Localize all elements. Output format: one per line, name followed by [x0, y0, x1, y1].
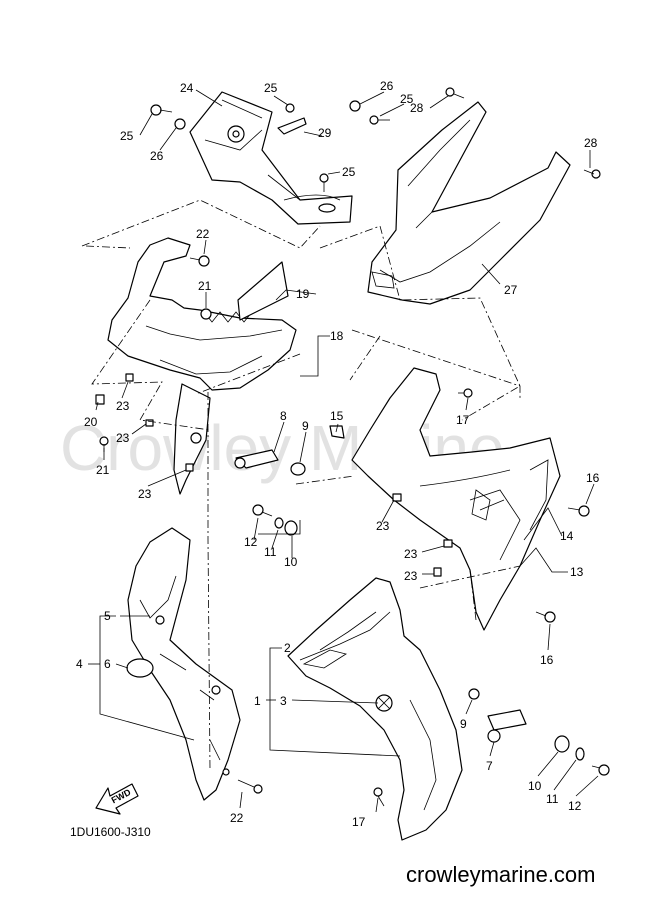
side-cover-14[interactable] — [351, 367, 561, 631]
callout-5: 5 — [104, 609, 111, 623]
callout-11: 11 — [546, 792, 559, 806]
callout-22: 22 — [230, 811, 244, 825]
callout-23: 23 — [138, 487, 152, 501]
callout-22: 22 — [196, 227, 210, 241]
callout-24: 24 — [180, 81, 194, 95]
callout-21: 21 — [198, 279, 212, 293]
callout-17: 17 — [456, 413, 470, 427]
callout-9: 9 — [302, 419, 309, 433]
callout-11: 11 — [264, 545, 277, 559]
website-url: crowleymarine.com — [406, 862, 596, 887]
callout-23: 23 — [404, 569, 418, 583]
callout-20: 20 — [84, 415, 98, 429]
front-cover-2[interactable] — [287, 577, 463, 841]
callout-23: 23 — [404, 547, 418, 561]
callout-28: 28 — [410, 101, 424, 115]
callout-12: 12 — [244, 535, 258, 549]
callout-7: 7 — [486, 759, 493, 773]
side-cover-27[interactable] — [367, 101, 571, 305]
callout-9: 9 — [460, 717, 467, 731]
callout-28: 28 — [584, 136, 598, 150]
callout-16: 16 — [586, 471, 600, 485]
hardware-bolts[interactable] — [95, 87, 610, 807]
callout-25: 25 — [342, 165, 356, 179]
callout-18: 18 — [330, 329, 344, 343]
callout-25: 25 — [400, 92, 414, 106]
callout-23: 23 — [376, 519, 390, 533]
callout-8: 8 — [280, 409, 287, 423]
callout-labels: 24 25 25 26 29 25 26 25 28 28 27 22 21 1… — [76, 79, 600, 829]
callout-1: 1 — [254, 694, 261, 708]
callout-29: 29 — [318, 126, 332, 140]
callout-27: 27 — [504, 283, 518, 297]
callout-25: 25 — [264, 81, 278, 95]
emblem-6[interactable] — [126, 658, 154, 678]
callout-10: 10 — [528, 779, 542, 793]
upper-bracket-24[interactable] — [189, 91, 353, 225]
callout-25: 25 — [120, 129, 134, 143]
diagram-code: 1DU1600-J310 — [70, 825, 151, 839]
callout-23: 23 — [116, 431, 130, 445]
callout-17: 17 — [352, 815, 366, 829]
callout-14: 14 — [560, 529, 574, 543]
callout-21: 21 — [96, 463, 110, 477]
fwd-arrow: FWD — [95, 783, 139, 815]
callout-26: 26 — [150, 149, 164, 163]
callout-2: 2 — [284, 641, 291, 655]
front-cover-5[interactable] — [127, 527, 241, 801]
callout-26: 26 — [380, 79, 394, 93]
callout-16: 16 — [540, 653, 554, 667]
callout-23: 23 — [116, 399, 130, 413]
callout-4: 4 — [76, 657, 83, 671]
assembly-lines — [81, 199, 521, 771]
callout-6: 6 — [104, 657, 111, 671]
callout-10: 10 — [284, 555, 298, 569]
callout-13: 13 — [570, 565, 584, 579]
callout-19: 19 — [296, 287, 310, 301]
stay-29[interactable] — [277, 117, 307, 135]
callout-3: 3 — [280, 694, 287, 708]
leader-lines — [88, 89, 599, 813]
callout-12: 12 — [568, 799, 582, 813]
callout-15: 15 — [330, 409, 344, 423]
